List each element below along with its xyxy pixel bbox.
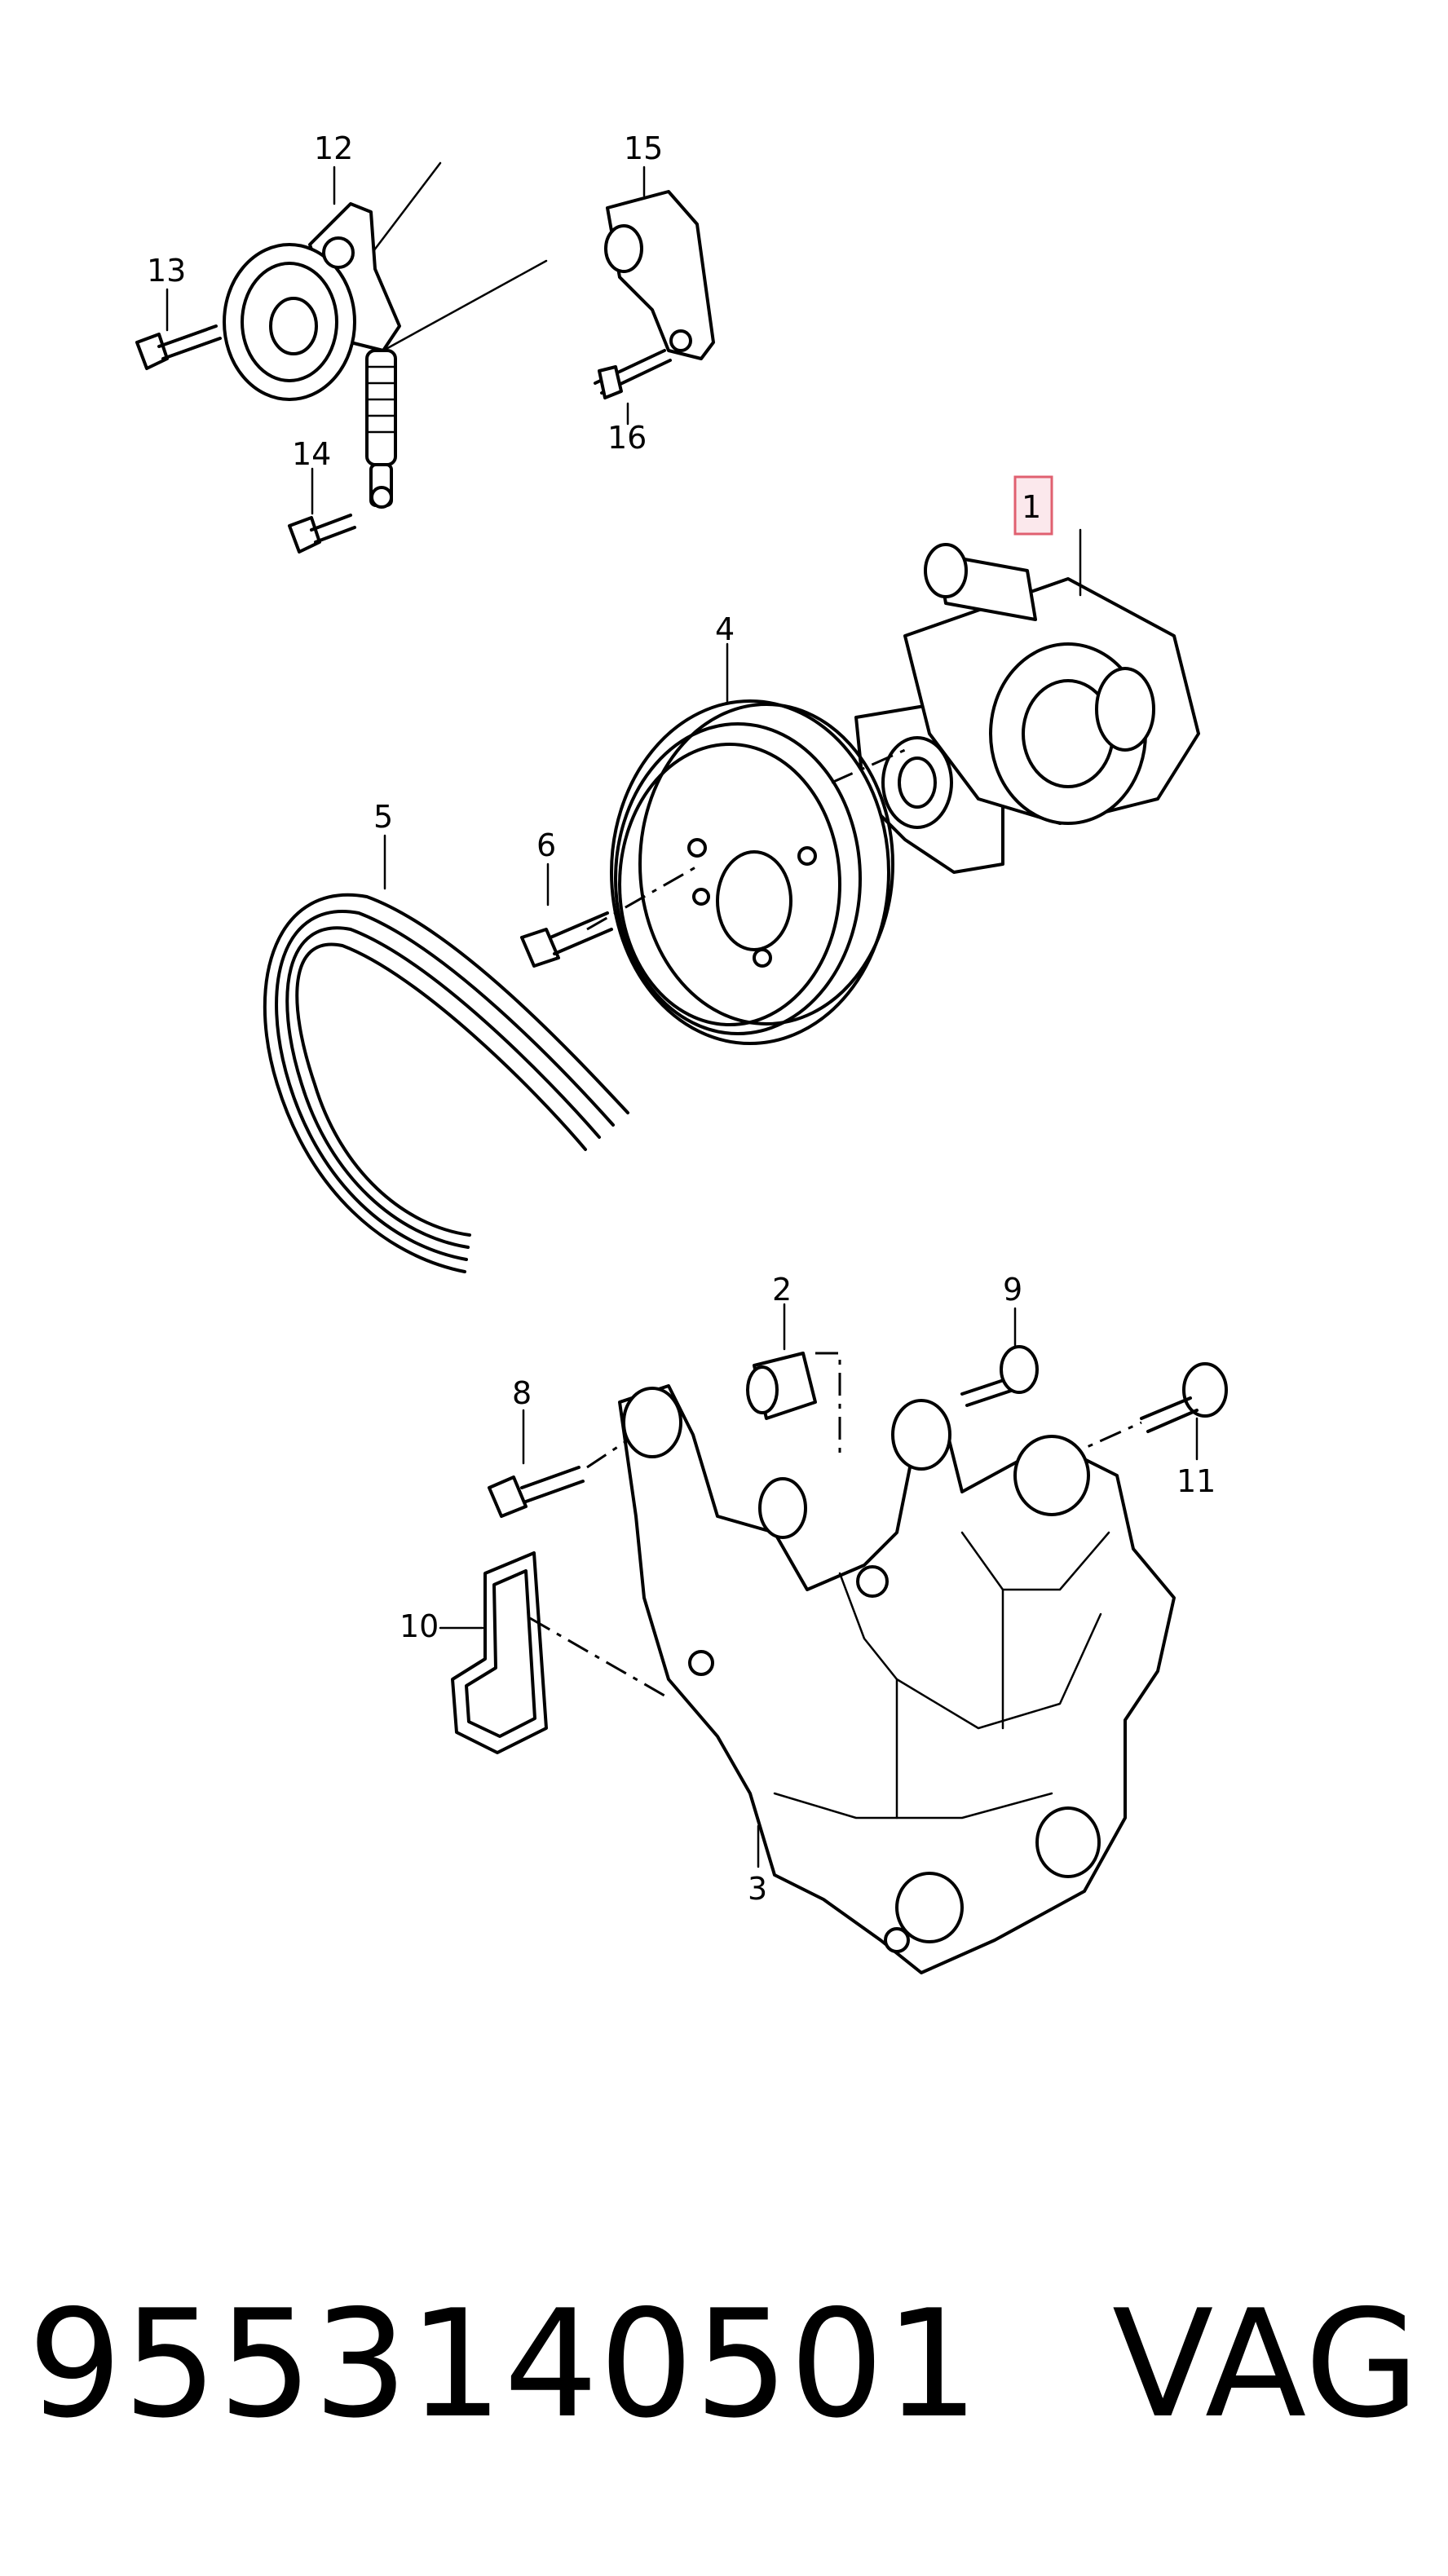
part-number: 9553140501 — [28, 2278, 980, 2450]
small-bracket-assembly — [594, 165, 715, 426]
callout-12: 12 — [314, 130, 353, 166]
belt-tensioner-assembly — [135, 161, 548, 554]
callout-4: 4 — [715, 611, 735, 647]
callout-3: 3 — [748, 1871, 767, 1907]
main-bracket-assembly — [439, 1303, 1228, 1974]
footer-caption: 9553140501 VAG — [28, 2274, 1419, 2454]
power-steering-pump — [854, 528, 1200, 874]
poly-v-belt — [263, 834, 629, 1273]
callout-8: 8 — [512, 1375, 532, 1411]
callout-1-highlight — [1013, 475, 1053, 536]
callout-5: 5 — [373, 799, 393, 835]
callout-13: 13 — [147, 253, 186, 289]
exploded-parts-diagram: 1 2 3 4 5 6 8 9 10 11 12 13 14 15 16 — [135, 130, 1228, 1974]
pulley-assembly — [520, 642, 906, 1045]
brand-name: VAG — [1112, 2278, 1421, 2450]
callout-2: 2 — [772, 1272, 792, 1308]
callout-11: 11 — [1176, 1463, 1216, 1499]
callout-9: 9 — [1003, 1272, 1022, 1308]
callout-1: 1 — [1022, 489, 1041, 525]
callout-6: 6 — [536, 827, 556, 863]
callout-10: 10 — [400, 1608, 439, 1644]
callout-15: 15 — [624, 130, 663, 166]
callout-16: 16 — [607, 420, 647, 456]
callout-14: 14 — [292, 436, 331, 472]
